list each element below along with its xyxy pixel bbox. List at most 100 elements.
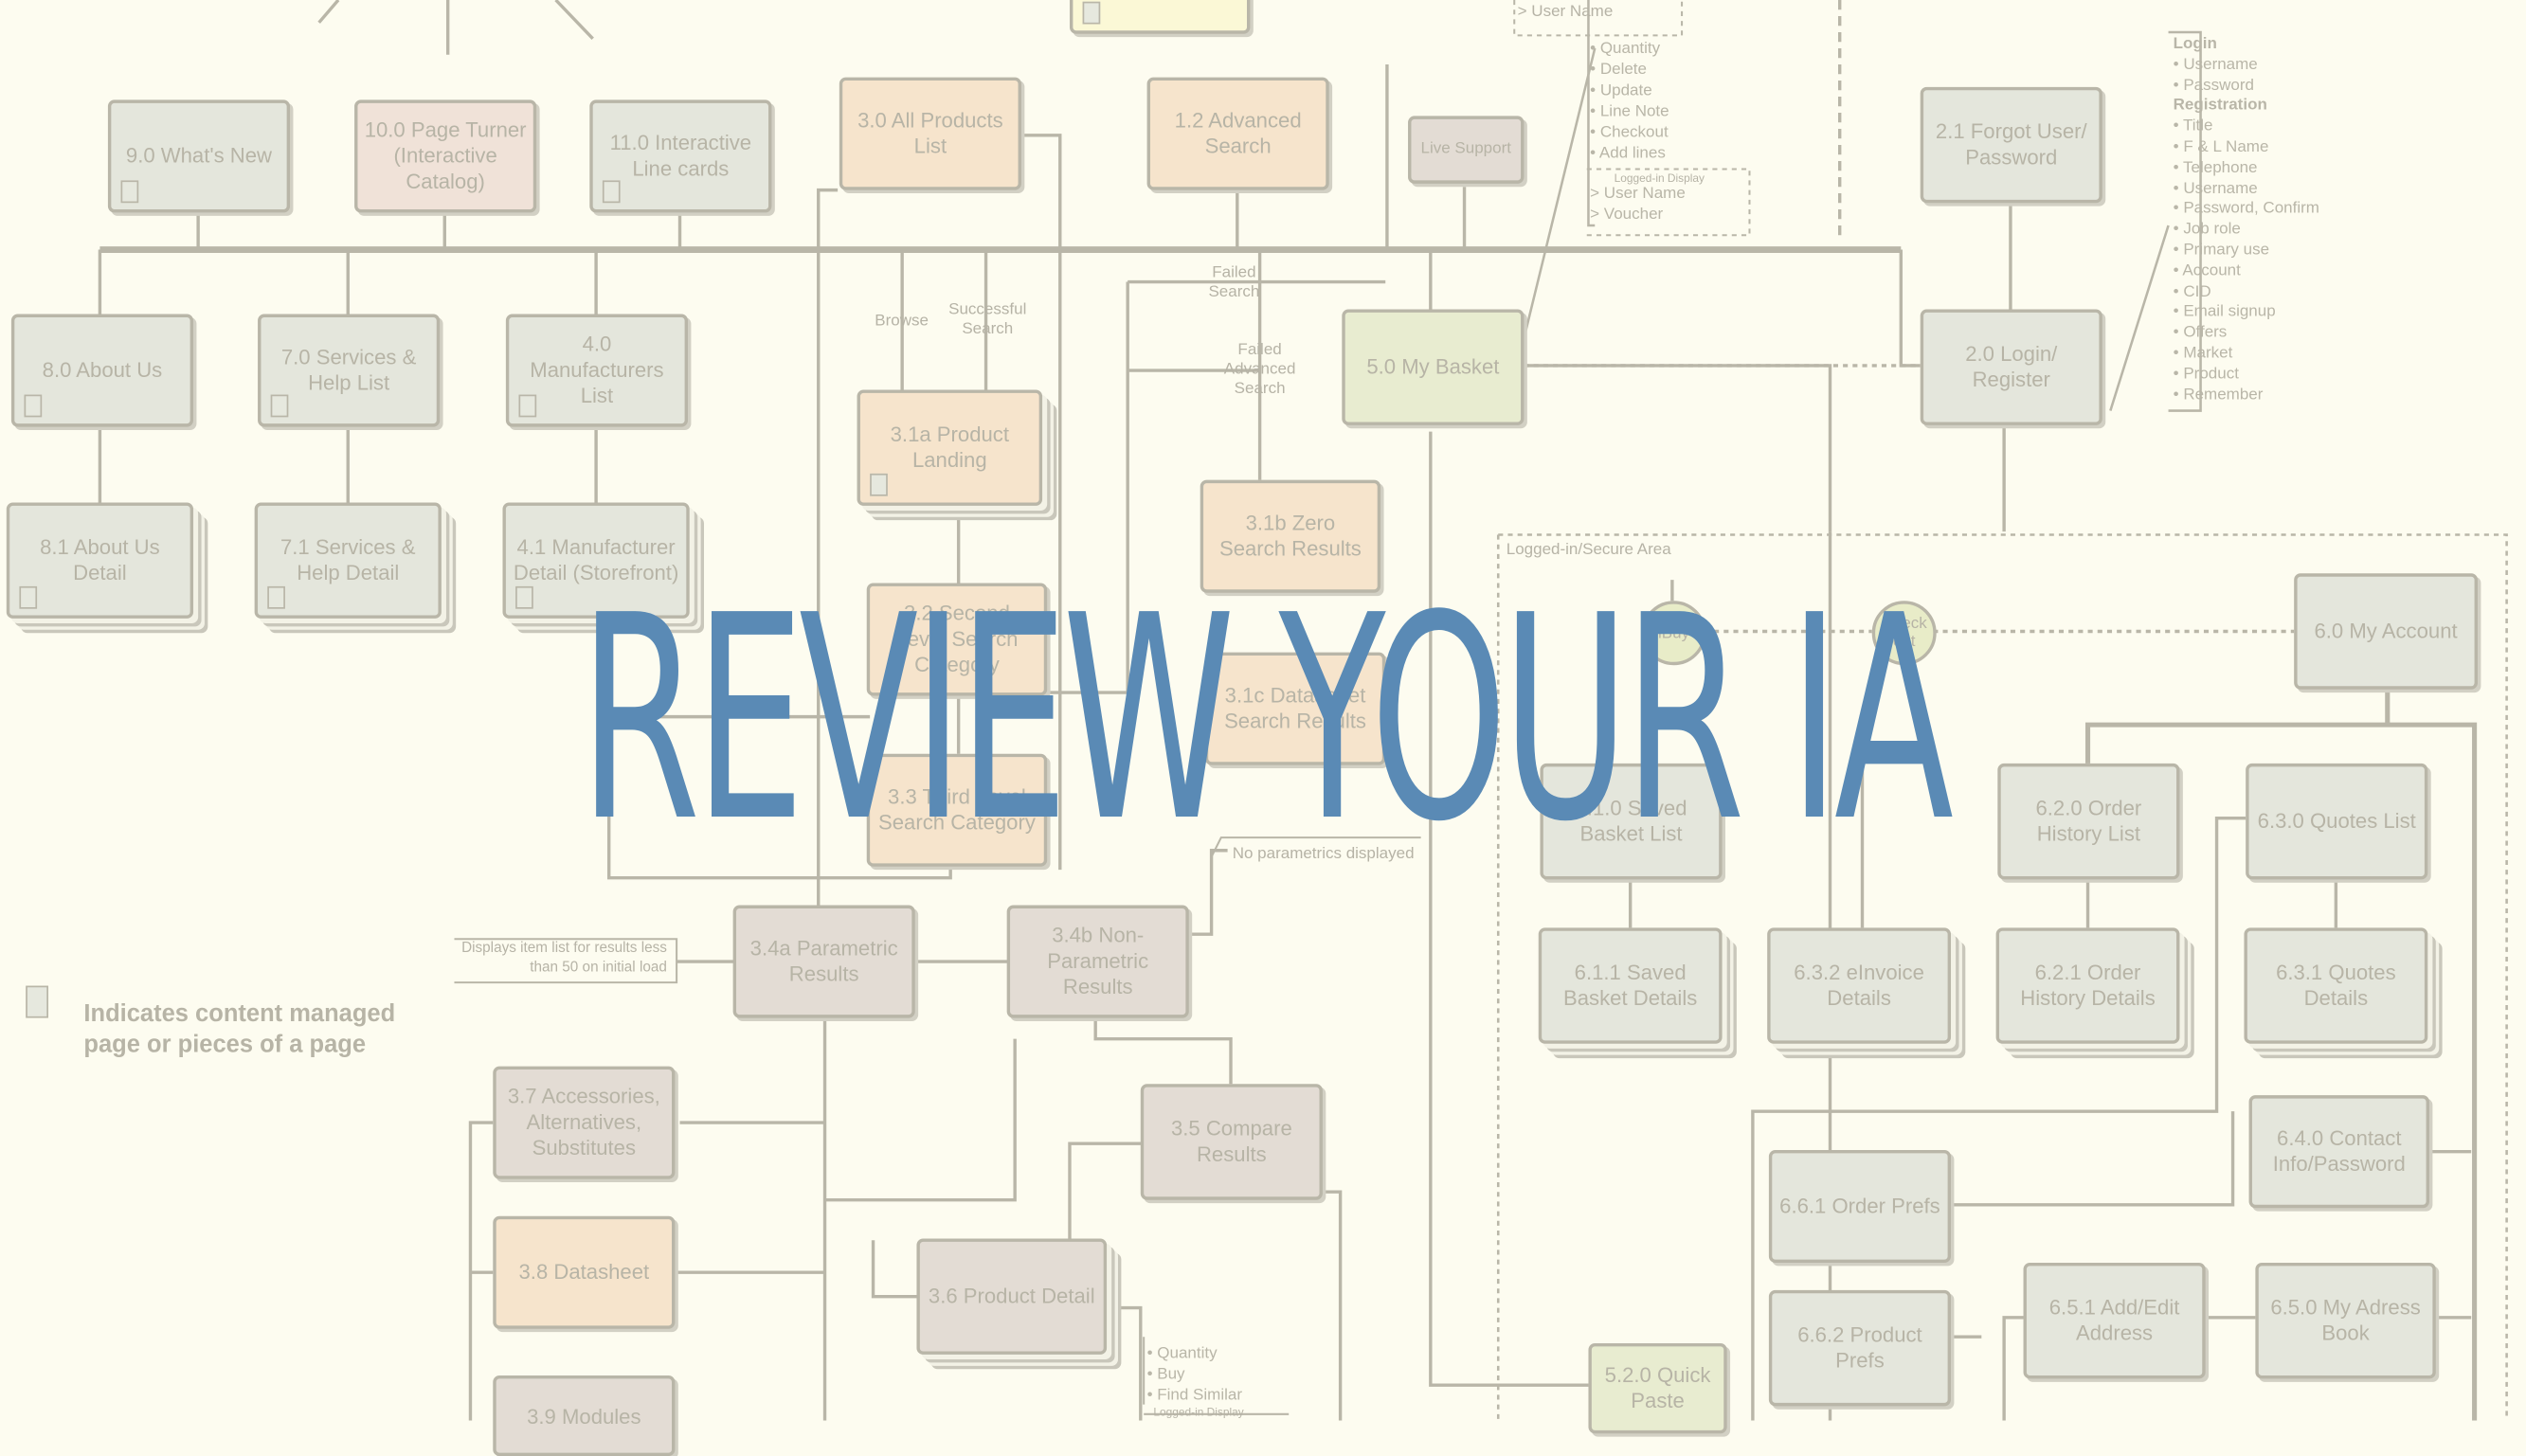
ibuy-node: iBuy bbox=[1641, 601, 1706, 666]
node-label: Check out bbox=[1881, 615, 1927, 651]
node-manufacturers: 4.0 Manufacturers List bbox=[505, 314, 689, 427]
list-item: • Password bbox=[2173, 76, 2254, 95]
label-top-user-name: > User Name bbox=[1517, 3, 1614, 22]
node-label: 6.6.2 Product Prefs bbox=[1797, 1321, 1922, 1373]
list-item: • Remember bbox=[2173, 386, 2264, 404]
node-saved-basket: 6.1.0 Saved Basket List bbox=[1540, 763, 1723, 880]
list-item: • Add lines bbox=[1590, 145, 1666, 163]
node-saved-basket-detail: 6.1.1 Saved Basket Details bbox=[1538, 927, 1723, 1044]
document-icon bbox=[1082, 1, 1101, 25]
node-label: 6.4.0 Contact Info/Password bbox=[2272, 1125, 2406, 1177]
list-item: • Line Note bbox=[1590, 102, 1669, 121]
node-order-history: 6.2.0 Order History List bbox=[1997, 763, 2180, 880]
node-advanced-search: 1.2 Advanced Search bbox=[1146, 77, 1329, 190]
node-compare: 3.5 Compare Results bbox=[1140, 1084, 1323, 1200]
list-item: • Job role bbox=[2173, 221, 2241, 239]
node-label: 3.1a Product Landing bbox=[890, 422, 1009, 473]
list-item: • CID bbox=[2173, 282, 2211, 301]
node-accessories: 3.7 Accessories, Alternatives, Substitut… bbox=[493, 1066, 676, 1179]
document-icon bbox=[518, 394, 537, 418]
node-modules: 3.9 Modules bbox=[493, 1375, 676, 1456]
document-icon bbox=[270, 394, 289, 418]
node-services-detail: 7.1 Services & Help Detail bbox=[254, 502, 442, 619]
node-label: 6.3.2 eInvoice Details bbox=[1794, 960, 1924, 1011]
label-no-parametrics: No parametrics displayed bbox=[1232, 845, 1415, 864]
node-quotes-detail: 6.3.1 Quotes Details bbox=[2244, 927, 2428, 1044]
list-item: • Email signup bbox=[2173, 303, 2276, 321]
list-item: • Checkout bbox=[1590, 123, 1669, 142]
node-label: 3.3 Third Level Search Category bbox=[878, 784, 1036, 835]
node-label: 6.3.0 Quotes List bbox=[2257, 808, 2416, 834]
node-label: iBuy bbox=[1658, 623, 1690, 642]
truncated-node bbox=[1069, 0, 1251, 34]
list-item: • Buy bbox=[1146, 1365, 1185, 1384]
list-item: > Voucher bbox=[1590, 206, 1664, 225]
node-label: 11.0 Interactive Line cards bbox=[609, 130, 752, 181]
list-item: • Title bbox=[2173, 117, 2213, 136]
node-quick-paste: 5.2.0 Quick Paste bbox=[1588, 1343, 1727, 1434]
node-product-prefs: 6.6.2 Product Prefs bbox=[1768, 1289, 1952, 1407]
node-label: 6.3.1 Quotes Details bbox=[2276, 960, 2396, 1011]
login-fields-list: Login • Username • Password Registration… bbox=[2174, 35, 2319, 406]
node-live-support: Live Support bbox=[1408, 116, 1525, 184]
document-icon bbox=[602, 180, 621, 204]
ia-diagram: 9.0 What's New 10.0 Page Turner (Interac… bbox=[6, 0, 2508, 1456]
list-item: • F & L Name bbox=[2173, 138, 2269, 156]
node-label: 3.2 Second Level Search Category bbox=[895, 601, 1019, 677]
node-label: 6.1.0 Saved Basket List bbox=[1575, 795, 1687, 846]
node-label: 6.5.1 Add/Edit Address bbox=[2048, 1295, 2180, 1345]
list-item: • Find Similar bbox=[1146, 1386, 1243, 1405]
node-label: 2.1 Forgot User/ Password bbox=[1935, 118, 2087, 170]
list-item: • Password, Confirm bbox=[2173, 200, 2319, 219]
node-label: 7.1 Services & Help Detail bbox=[280, 534, 416, 585]
node-non-parametric: 3.4b Non-Parametric Results bbox=[1006, 905, 1189, 1018]
node-order-history-detail: 6.2.1 Order History Details bbox=[1995, 927, 2180, 1044]
node-label: 7.0 Services & Help List bbox=[280, 344, 417, 395]
node-einvoice: 6.3.2 eInvoice Details bbox=[1767, 927, 1952, 1044]
list-item: • Username bbox=[2173, 179, 2258, 198]
node-about-us: 8.0 About Us bbox=[10, 314, 194, 427]
label-browse: Browse bbox=[875, 312, 929, 331]
list-heading: Registration bbox=[2173, 97, 2267, 116]
list-item: • Primary use bbox=[2173, 241, 2270, 260]
node-label: 9.0 What's New bbox=[125, 143, 273, 168]
node-order-prefs: 6.6.1 Order Prefs bbox=[1768, 1149, 1952, 1264]
node-label: 6.1.1 Saved Basket Details bbox=[1563, 960, 1698, 1011]
node-second-level: 3.2 Second Level Search Category bbox=[866, 583, 1048, 696]
node-label: 4.1 Manufacturer Detail (Storefront) bbox=[513, 534, 679, 585]
node-label: 6.0 My Account bbox=[2314, 618, 2458, 643]
document-icon bbox=[267, 585, 285, 609]
product-actions-list: • Quantity • Buy • Find Similar bbox=[1147, 1343, 1242, 1406]
node-third-level: 3.3 Third Level Search Category bbox=[866, 753, 1048, 867]
node-label: 3.0 All Products List bbox=[857, 107, 1003, 158]
node-label: 3.4a Parametric Results bbox=[749, 935, 898, 986]
node-label: 3.1b Zero Search Results bbox=[1218, 510, 1362, 561]
node-label: 5.2.0 Quick Paste bbox=[1604, 1362, 1711, 1413]
node-label: 6.2.0 Order History List bbox=[2035, 795, 2142, 846]
node-label: Live Support bbox=[1420, 139, 1511, 158]
node-product-detail: 3.6 Product Detail bbox=[916, 1238, 1108, 1355]
list-item: > User Name bbox=[1590, 185, 1686, 204]
node-label: 3.1c Datasheet Search Results bbox=[1224, 682, 1366, 733]
node-services: 7.0 Services & Help List bbox=[258, 314, 441, 427]
node-datasheet: 3.8 Datasheet bbox=[493, 1215, 676, 1329]
list-item: • Update bbox=[1590, 81, 1652, 100]
node-label: 6.5.0 My Adress Book bbox=[2270, 1295, 2421, 1345]
node-label: 6.2.1 Order History Details bbox=[2020, 960, 2156, 1011]
list-item: • Offers bbox=[2173, 324, 2228, 342]
list-item: • Quantity bbox=[1146, 1344, 1218, 1363]
document-icon bbox=[24, 394, 43, 418]
checkout-node: Check out bbox=[1871, 601, 1937, 666]
document-icon bbox=[26, 985, 49, 1018]
node-my-basket: 5.0 My Basket bbox=[1342, 309, 1525, 425]
node-address-book: 6.5.0 My Adress Book bbox=[2255, 1263, 2436, 1379]
node-label: 10.0 Page Turner (Interactive Catalog) bbox=[364, 117, 527, 194]
list-item: • Account bbox=[2173, 261, 2241, 280]
node-label: 2.0 Login/ Register bbox=[1965, 341, 2058, 392]
label-logged-in-area: Logged-in/Secure Area bbox=[1506, 541, 1671, 559]
node-zero-results: 3.1b Zero Search Results bbox=[1200, 479, 1381, 593]
label-failed-advanced: Failed Advanced Search bbox=[1223, 341, 1296, 398]
node-label: 8.1 About Us Detail bbox=[40, 534, 160, 585]
node-line-cards: 11.0 Interactive Line cards bbox=[589, 99, 772, 213]
node-label: 3.5 Compare Results bbox=[1170, 1116, 1292, 1166]
